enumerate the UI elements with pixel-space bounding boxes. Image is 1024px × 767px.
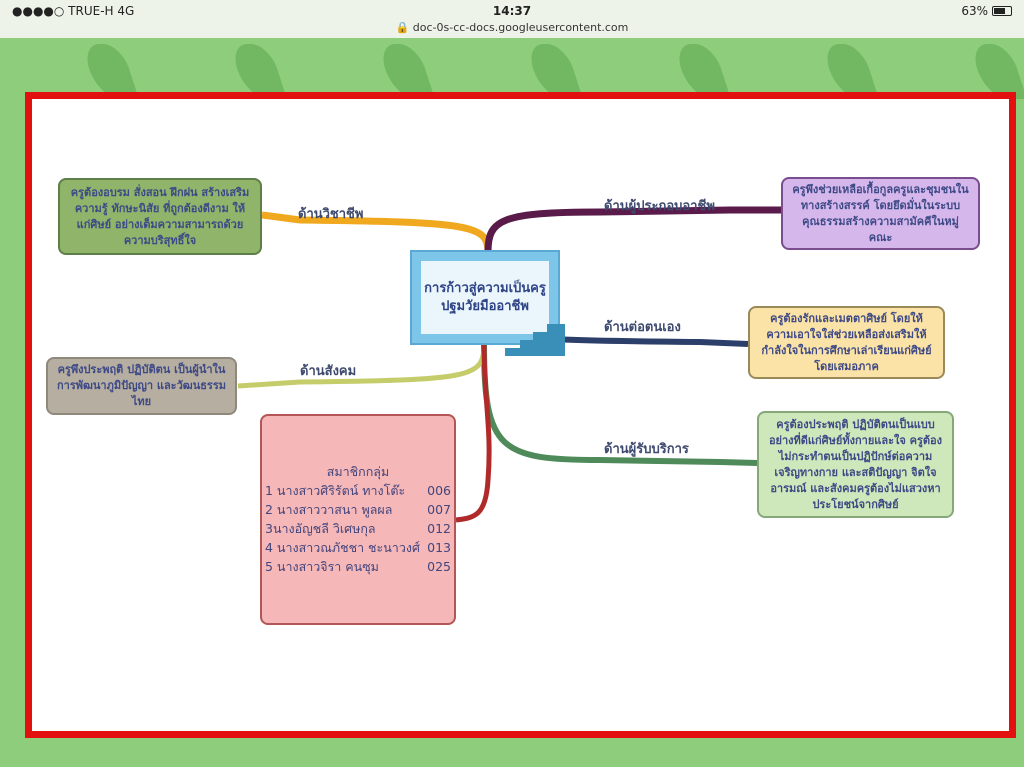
branch-label-service: ด้านผู้รับบริการ xyxy=(604,442,689,457)
clock: 14:37 xyxy=(492,4,532,18)
branch-line-society xyxy=(237,344,487,389)
member-id: 006 xyxy=(427,483,451,498)
node-vocation: ครูต้องอบรม สั่งสอน ฝึกฝน สร้างเสริมความ… xyxy=(58,178,262,255)
member-name: 5 นางสาวจิรา คนซุม xyxy=(265,559,379,574)
member-name: 1 นางสาวศิริรัตน์ ทางโต๊ะ xyxy=(265,483,406,498)
battery-icon xyxy=(992,6,1012,16)
branch-line-occupation xyxy=(484,206,782,253)
member-id: 025 xyxy=(427,559,451,574)
member-id: 013 xyxy=(427,540,451,555)
node-society: ครูพึงประพฤติ ปฏิบัติตน เป็นผู้นำในการพั… xyxy=(46,357,237,415)
member-name: 2 นางสาววาสนา พูลผล xyxy=(265,502,393,517)
member-id: 007 xyxy=(427,502,451,517)
member-name: 4 นางสาวณภัชชา ชะนาวงศ์ xyxy=(265,540,420,555)
group-members-box: สมาชิกกลุ่ม 1 นางสาวศิริรัตน์ ทางโต๊ะ 006… xyxy=(260,414,456,625)
address-bar[interactable]: 🔒 doc-0s-cc-docs.googleusercontent.com xyxy=(395,21,629,34)
member-row: 4 นางสาวณภัชชา ชะนาวงศ์ 013 xyxy=(262,538,454,557)
branch-label-vocation: ด้านวิชาชีพ xyxy=(298,207,364,222)
member-row: 2 นางสาววาสนา พูลผล 007 xyxy=(262,500,454,519)
node-self: ครูต้องรักและเมตตาศิษย์ โดยให้ความเอาใจใ… xyxy=(748,306,945,379)
battery-percent: 63% xyxy=(961,4,988,18)
members-title: สมาชิกกลุ่ม xyxy=(326,464,390,479)
branch-label-self: ด้านต่อตนเอง xyxy=(604,320,681,335)
url-text: doc-0s-cc-docs.googleusercontent.com xyxy=(412,21,629,34)
member-name: 3นางอัญชลี วิเศษกุล xyxy=(265,521,376,536)
carrier-signal: ●●●●○ TRUE-H 4G xyxy=(12,4,135,18)
branch-line-members xyxy=(455,344,492,523)
member-id: 012 xyxy=(427,521,451,536)
branch-line-vocation xyxy=(261,211,492,253)
central-topic-text: การก้าวสู่ความเป็นครูปฐมวัยมืออาชีพ xyxy=(421,261,549,334)
branch-label-society: ด้านสังคม xyxy=(300,364,357,379)
node-service: ครูต้องประพฤติ ปฏิบัติตนเป็นแบบอย่างที่ด… xyxy=(757,411,954,518)
member-row: 1 นางสาวศิริรัตน์ ทางโต๊ะ 006 xyxy=(262,481,454,500)
node-occupation: ครูพึงช่วยเหลือเกื้อกูลครูและชุมชนในทางส… xyxy=(781,177,980,250)
member-row: 5 นางสาวจิรา คนซุม 025 xyxy=(262,557,454,576)
ios-status-bar: ●●●●○ TRUE-H 4G 14:37 63% 🔒 doc-0s-cc-do… xyxy=(0,0,1024,38)
branch-label-occupation: ด้านผู้ประกอบอาชีพ xyxy=(604,199,715,214)
battery-status: 63% xyxy=(961,4,1012,18)
central-topic: การก้าวสู่ความเป็นครูปฐมวัยมืออาชีพ xyxy=(410,250,560,345)
member-row: 3นางอัญชลี วิเศษกุล 012 xyxy=(262,519,454,538)
branch-line-self xyxy=(539,335,749,347)
stairs-icon xyxy=(505,324,565,356)
